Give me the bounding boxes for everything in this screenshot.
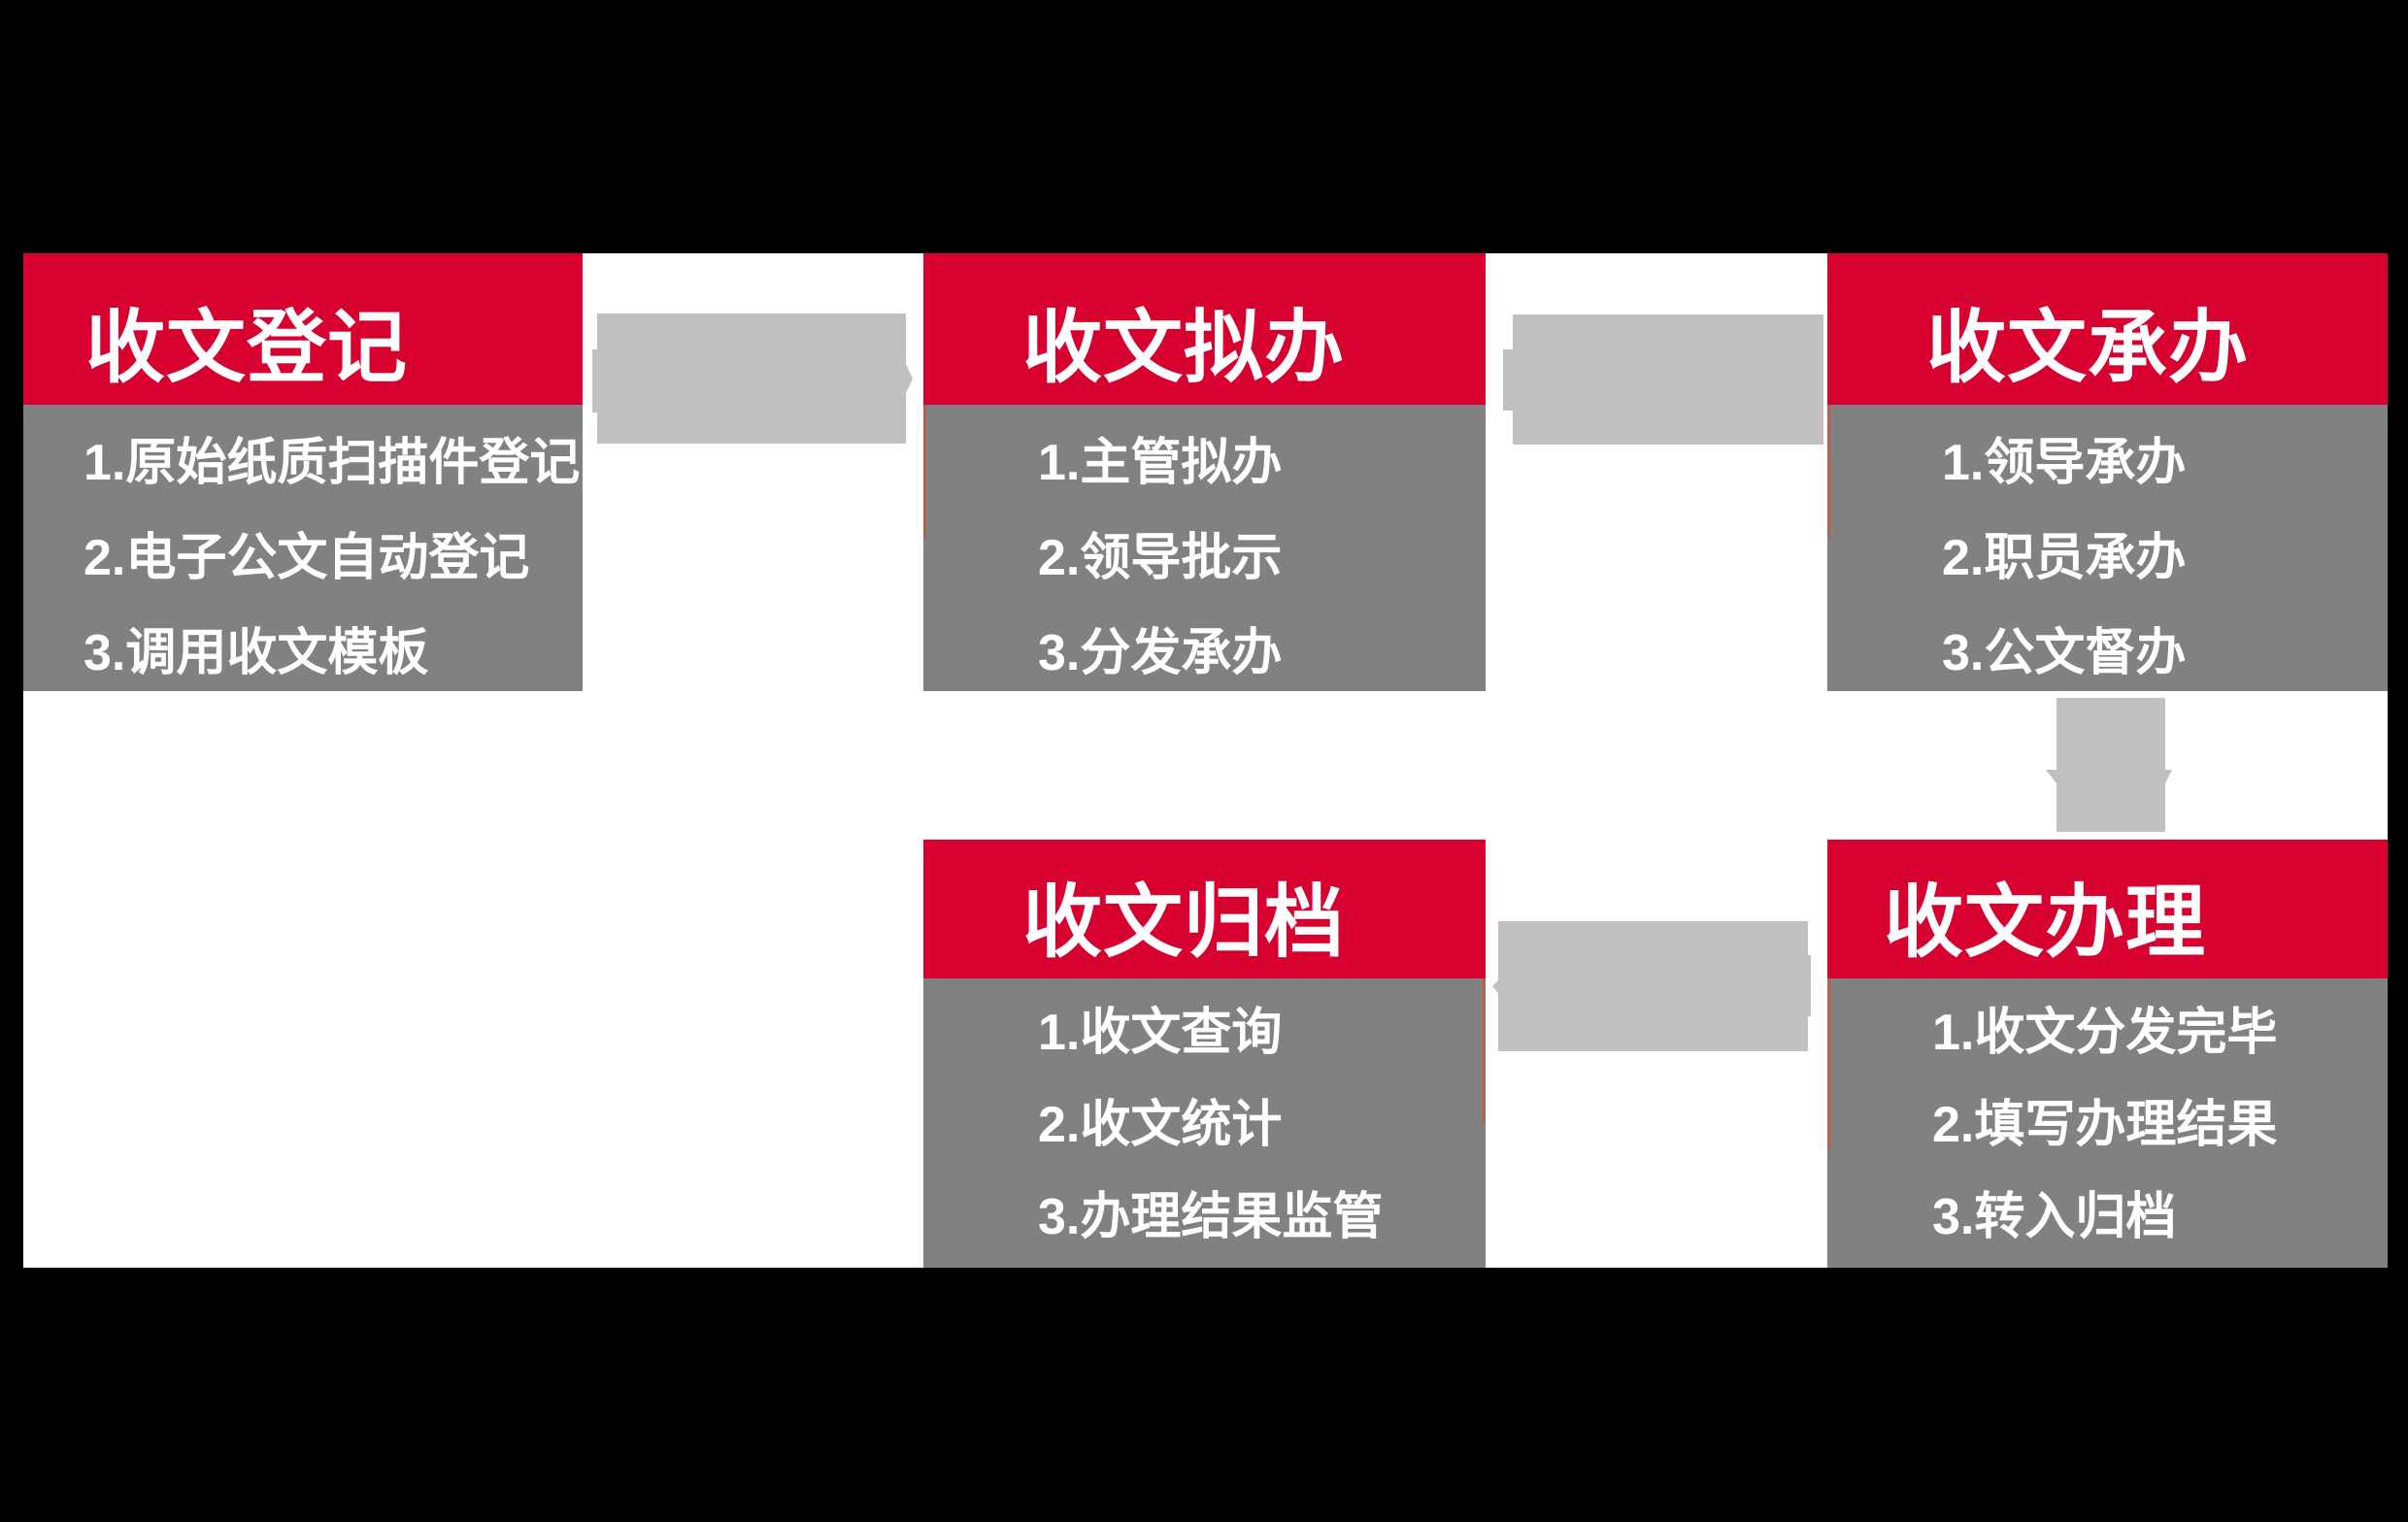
step5-header: 收文归档	[923, 840, 1486, 978]
arrow-down-step3-to-step5-icon	[2046, 698, 2172, 832]
arrow-right-step2-to-step3-icon	[1503, 314, 1823, 445]
edge-accent-line	[923, 405, 926, 539]
step3-item-1: 1.领导承办	[1942, 435, 2187, 491]
step4-item-1: 1.收文分发完毕	[1932, 1005, 2278, 1061]
step1-header: 收文登记	[23, 253, 583, 405]
step1-item-1: 1.原始纸质扫描件登记	[84, 435, 581, 491]
step4-title: 收文办理	[1884, 878, 2207, 967]
edge-accent-line	[1827, 405, 1830, 539]
flow-box-step1-registration: 收文登记 1.原始纸质扫描件登记 2.电子公文自动登记 3.调用收文模板	[23, 253, 583, 691]
step3-item-2: 2.职员承办	[1942, 530, 2187, 586]
step2-item-2: 2.领导批示	[1038, 530, 1283, 586]
step2-item-3: 3.分发承办	[1038, 625, 1283, 681]
step4-header: 收文办理	[1827, 840, 2388, 978]
step4-item-3: 3.转入归档	[1932, 1189, 2177, 1245]
step3-body: 1.领导承办 2.职员承办 3.公文督办	[1827, 405, 2388, 691]
arrow-right-step1-to-step2-icon	[592, 314, 913, 444]
step1-title: 收文登记	[85, 303, 409, 392]
step5-item-3: 3.办理结果监管	[1038, 1189, 1384, 1245]
step3-item-3: 3.公文督办	[1942, 625, 2187, 681]
step2-header: 收文拟办	[923, 253, 1486, 405]
step1-item-3: 3.调用收文模板	[84, 625, 429, 681]
step3-header: 收文承办	[1827, 253, 2388, 405]
step5-item-2: 2.收文统计	[1038, 1097, 1283, 1153]
step1-body: 1.原始纸质扫描件登记 2.电子公文自动登记 3.调用收文模板	[23, 405, 583, 691]
edge-accent-line	[1827, 978, 1830, 1150]
step5-item-1: 1.收文查询	[1038, 1005, 1283, 1061]
step4-item-2: 2.填写办理结果	[1932, 1097, 2278, 1153]
flow-box-step5-archiving: 收文归档 1.收文查询 2.收文统计 3.办理结果监管	[923, 840, 1486, 1268]
edge-accent-line	[1483, 978, 1486, 1123]
flow-box-step2-proposal: 收文拟办 1.主管拟办 2.领导批示 3.分发承办	[923, 253, 1486, 691]
step2-body: 1.主管拟办 2.领导批示 3.分发承办	[923, 405, 1486, 691]
step1-item-2: 2.电子公文自动登记	[84, 530, 530, 586]
step5-body: 1.收文查询 2.收文统计 3.办理结果监管	[923, 978, 1486, 1268]
step2-title: 收文拟办	[1022, 303, 1346, 392]
step5-title: 收文归档	[1022, 878, 1346, 967]
step3-title: 收文承办	[1926, 303, 2250, 392]
step4-body: 1.收文分发完毕 2.填写办理结果 3.转入归档	[1827, 978, 2388, 1268]
step2-item-1: 1.主管拟办	[1038, 435, 1283, 491]
flow-box-step3-undertaking: 收文承办 1.领导承办 2.职员承办 3.公文督办	[1827, 253, 2388, 691]
flow-box-step4-processing: 收文办理 1.收文分发完毕 2.填写办理结果 3.转入归档	[1827, 840, 2388, 1268]
arrow-left-step5-to-step4-icon	[1492, 921, 1811, 1051]
